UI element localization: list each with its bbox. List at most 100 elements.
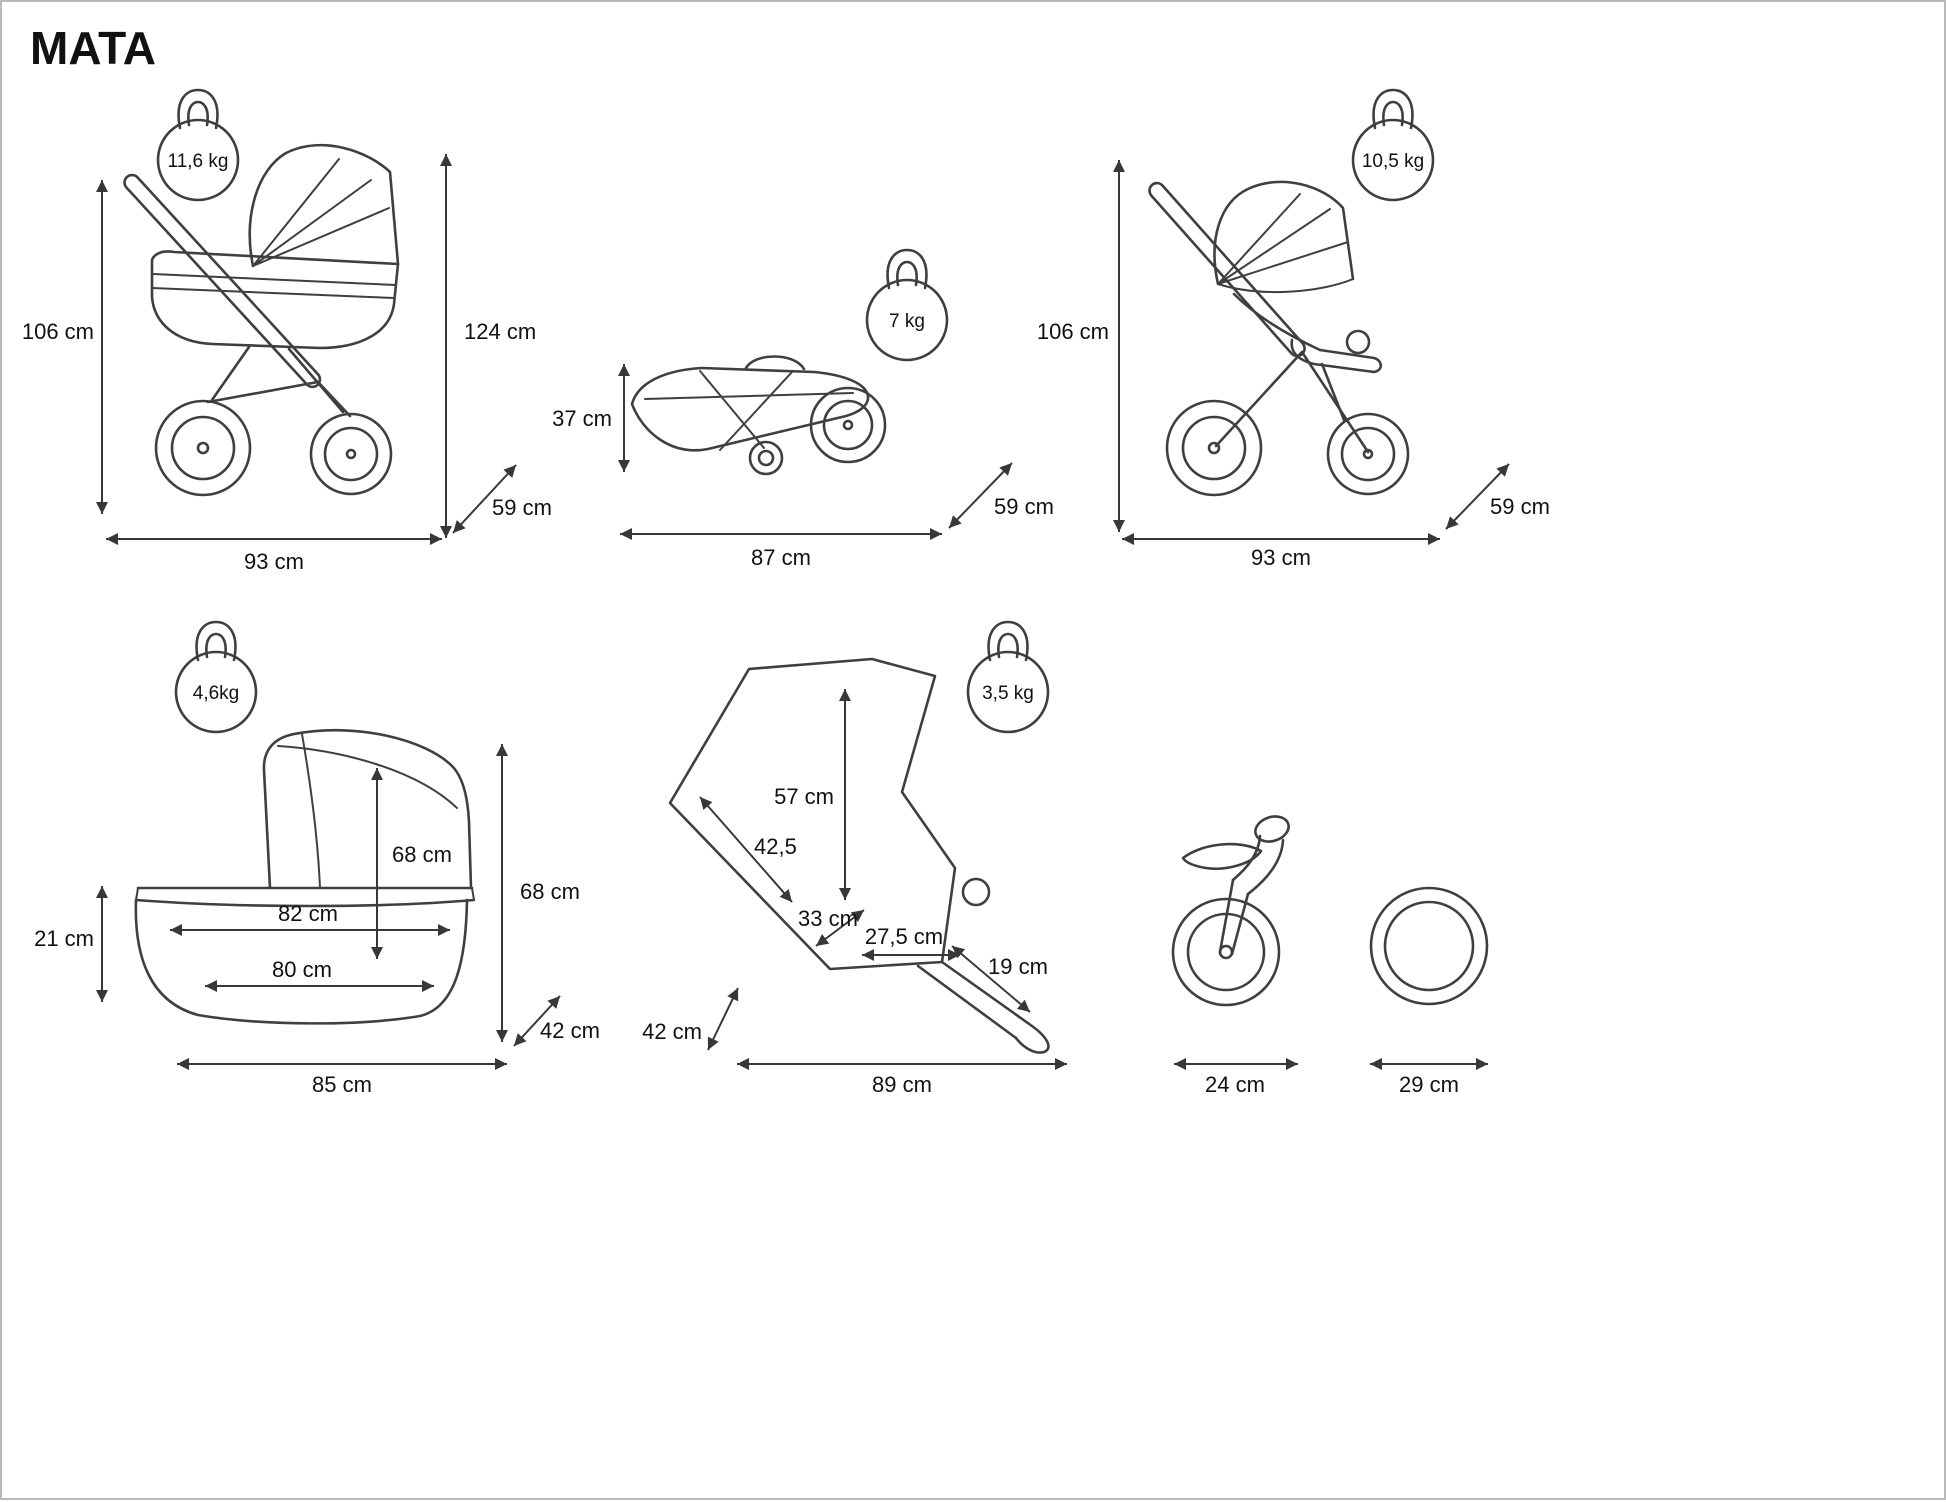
carrycot-hood xyxy=(262,728,473,890)
seat-backrest-height-label: 57 cm xyxy=(774,784,834,809)
folded-rear-wheel xyxy=(809,386,887,464)
pushchair-rear-hub xyxy=(1207,441,1221,455)
pushchair-drawing xyxy=(1148,180,1410,497)
carrycot-weight-label: 4,6kg xyxy=(193,683,239,704)
front-wheel-fork xyxy=(1218,878,1250,956)
folded-seat-hump xyxy=(744,355,806,371)
weight-icon xyxy=(1351,88,1435,202)
wheels-view: 24 cm 29 cm xyxy=(1171,815,1489,1097)
pushchair-height-label: 106 cm xyxy=(1037,319,1109,344)
carrycot-depth-label: 21 cm xyxy=(34,926,94,951)
carrycot-base-length-label: 80 cm xyxy=(272,957,332,982)
folded-frame xyxy=(630,366,870,452)
pram-total-height-label: 124 cm xyxy=(464,319,536,344)
pushchair-weight-label: 10,5 kg xyxy=(1362,151,1424,172)
pushchair-joint xyxy=(1345,329,1371,355)
pushchair-front-wheel-inner xyxy=(1340,426,1396,482)
folded-front-wheel xyxy=(748,440,784,476)
pushchair-hood-folds xyxy=(1217,193,1349,285)
front-wheel-mudguard xyxy=(1181,842,1263,870)
pram-front-wheel-inner xyxy=(323,426,379,482)
seat-weight-label: 3,5 kg xyxy=(982,683,1034,704)
pram-front-wheel xyxy=(309,412,393,496)
pram-carrycot-rim xyxy=(151,273,397,299)
pushchair-depth-dim-line xyxy=(1445,463,1510,530)
folded-depth-dim-line xyxy=(948,462,1013,529)
weight-icon xyxy=(156,88,240,202)
pushchair-seat xyxy=(1290,338,1383,374)
pram-height-label: 106 cm xyxy=(22,319,94,344)
pushchair-front-hub xyxy=(1362,448,1374,460)
carrycot-width-label: 42 cm xyxy=(540,1018,600,1043)
pram-depth-label: 59 cm xyxy=(492,495,552,520)
pushchair-depth-label: 59 cm xyxy=(1490,494,1550,519)
seat-backrest-length-label: 42,5 xyxy=(754,834,797,859)
pushchair-backrest xyxy=(1232,292,1322,352)
pushchair-hood-edge xyxy=(1217,278,1354,294)
folded-rear-hub xyxy=(842,419,854,431)
front-wheel-tire xyxy=(1171,897,1281,1007)
pushchair-hood xyxy=(1213,180,1355,286)
front-wheel-hub xyxy=(1218,944,1234,960)
folded-depth-label: 59 cm xyxy=(994,494,1054,519)
pram-drawing xyxy=(123,143,400,497)
pushchair-rear-wheel-inner xyxy=(1181,415,1247,481)
carrycot-rim-ends xyxy=(135,887,475,901)
pram-view: 11,6 kg 106 cm 124 cm 93 cm 59 cm xyxy=(22,88,552,574)
seat-legrest-dim-line xyxy=(951,945,1031,1013)
front-wheel-rim xyxy=(1186,912,1266,992)
carrycot-width-dim-line xyxy=(513,995,561,1047)
seat-drawing xyxy=(668,657,1050,1054)
seat-footrest xyxy=(1014,1024,1050,1054)
folded-view: 7 kg 37 cm 87 cm 59 cm xyxy=(552,248,1054,570)
seat-legrest-label: 19 cm xyxy=(988,954,1048,979)
carrycot-hood-edge xyxy=(301,733,321,889)
seat-depth-label: 27,5 cm xyxy=(865,924,943,949)
rear-wheel-tire xyxy=(1369,886,1489,1006)
seat-view: 3,5 kg 57 cm 42,5 33 cm 27,5 cm 19 cm 42… xyxy=(642,620,1067,1097)
carrycot-overall-height-label: 68 cm xyxy=(520,879,580,904)
pram-carrycot-body xyxy=(150,250,400,350)
front-wheel-drawing xyxy=(1171,815,1290,1007)
pram-front-hub xyxy=(345,448,357,460)
pushchair-view: 10,5 kg 106 cm 93 cm 59 cm xyxy=(1037,88,1550,570)
carrycot-hood-height-label: 68 cm xyxy=(392,842,452,867)
pushchair-chassis xyxy=(1214,350,1370,454)
pram-depth-dim-line xyxy=(452,464,517,534)
carrycot-tub xyxy=(134,898,469,1025)
folded-rear-wheel-inner xyxy=(822,399,874,451)
seat-length-label: 89 cm xyxy=(872,1072,932,1097)
seat-width-label: 33 cm xyxy=(798,906,858,931)
pushchair-length-label: 93 cm xyxy=(1251,545,1311,570)
carrycot-hood-fold xyxy=(277,745,458,809)
pram-rear-wheel xyxy=(154,399,252,497)
folded-height-label: 37 cm xyxy=(552,406,612,431)
carrycot-view: 4,6kg 68 cm 68 cm 82 cm 80 cm 21 cm 85 c… xyxy=(34,620,600,1097)
seat-width-dim-line xyxy=(815,909,865,947)
carrycot-rim-bottom xyxy=(134,898,476,908)
folded-frame-bars xyxy=(644,370,854,451)
weight-icon xyxy=(966,620,1050,734)
pushchair-rear-wheel xyxy=(1165,399,1263,497)
carrycot-inner-length-label: 82 cm xyxy=(278,901,338,926)
carrycot-length-label: 85 cm xyxy=(312,1072,372,1097)
pram-chassis xyxy=(206,345,352,418)
front-wheel-cap xyxy=(1254,815,1290,843)
front-wheel-label: 24 cm xyxy=(1205,1072,1265,1097)
seat-recline-joint xyxy=(961,877,991,907)
pram-weight-label: 11,6 kg xyxy=(168,151,229,172)
seat-width-depth-dim-line xyxy=(707,987,739,1051)
pram-rear-hub xyxy=(196,441,210,455)
weight-icon xyxy=(865,248,949,362)
folded-weight-label: 7 kg xyxy=(889,311,925,332)
pram-rear-wheel-inner xyxy=(170,415,236,481)
pram-handle xyxy=(123,173,322,389)
pram-hood-folds xyxy=(252,158,390,267)
weight-icon xyxy=(174,620,258,734)
pram-hood xyxy=(248,143,400,268)
seat-backrest-length-dim-line xyxy=(699,796,793,903)
rear-wheel-rim xyxy=(1383,900,1475,992)
rear-wheel-label: 29 cm xyxy=(1399,1072,1459,1097)
